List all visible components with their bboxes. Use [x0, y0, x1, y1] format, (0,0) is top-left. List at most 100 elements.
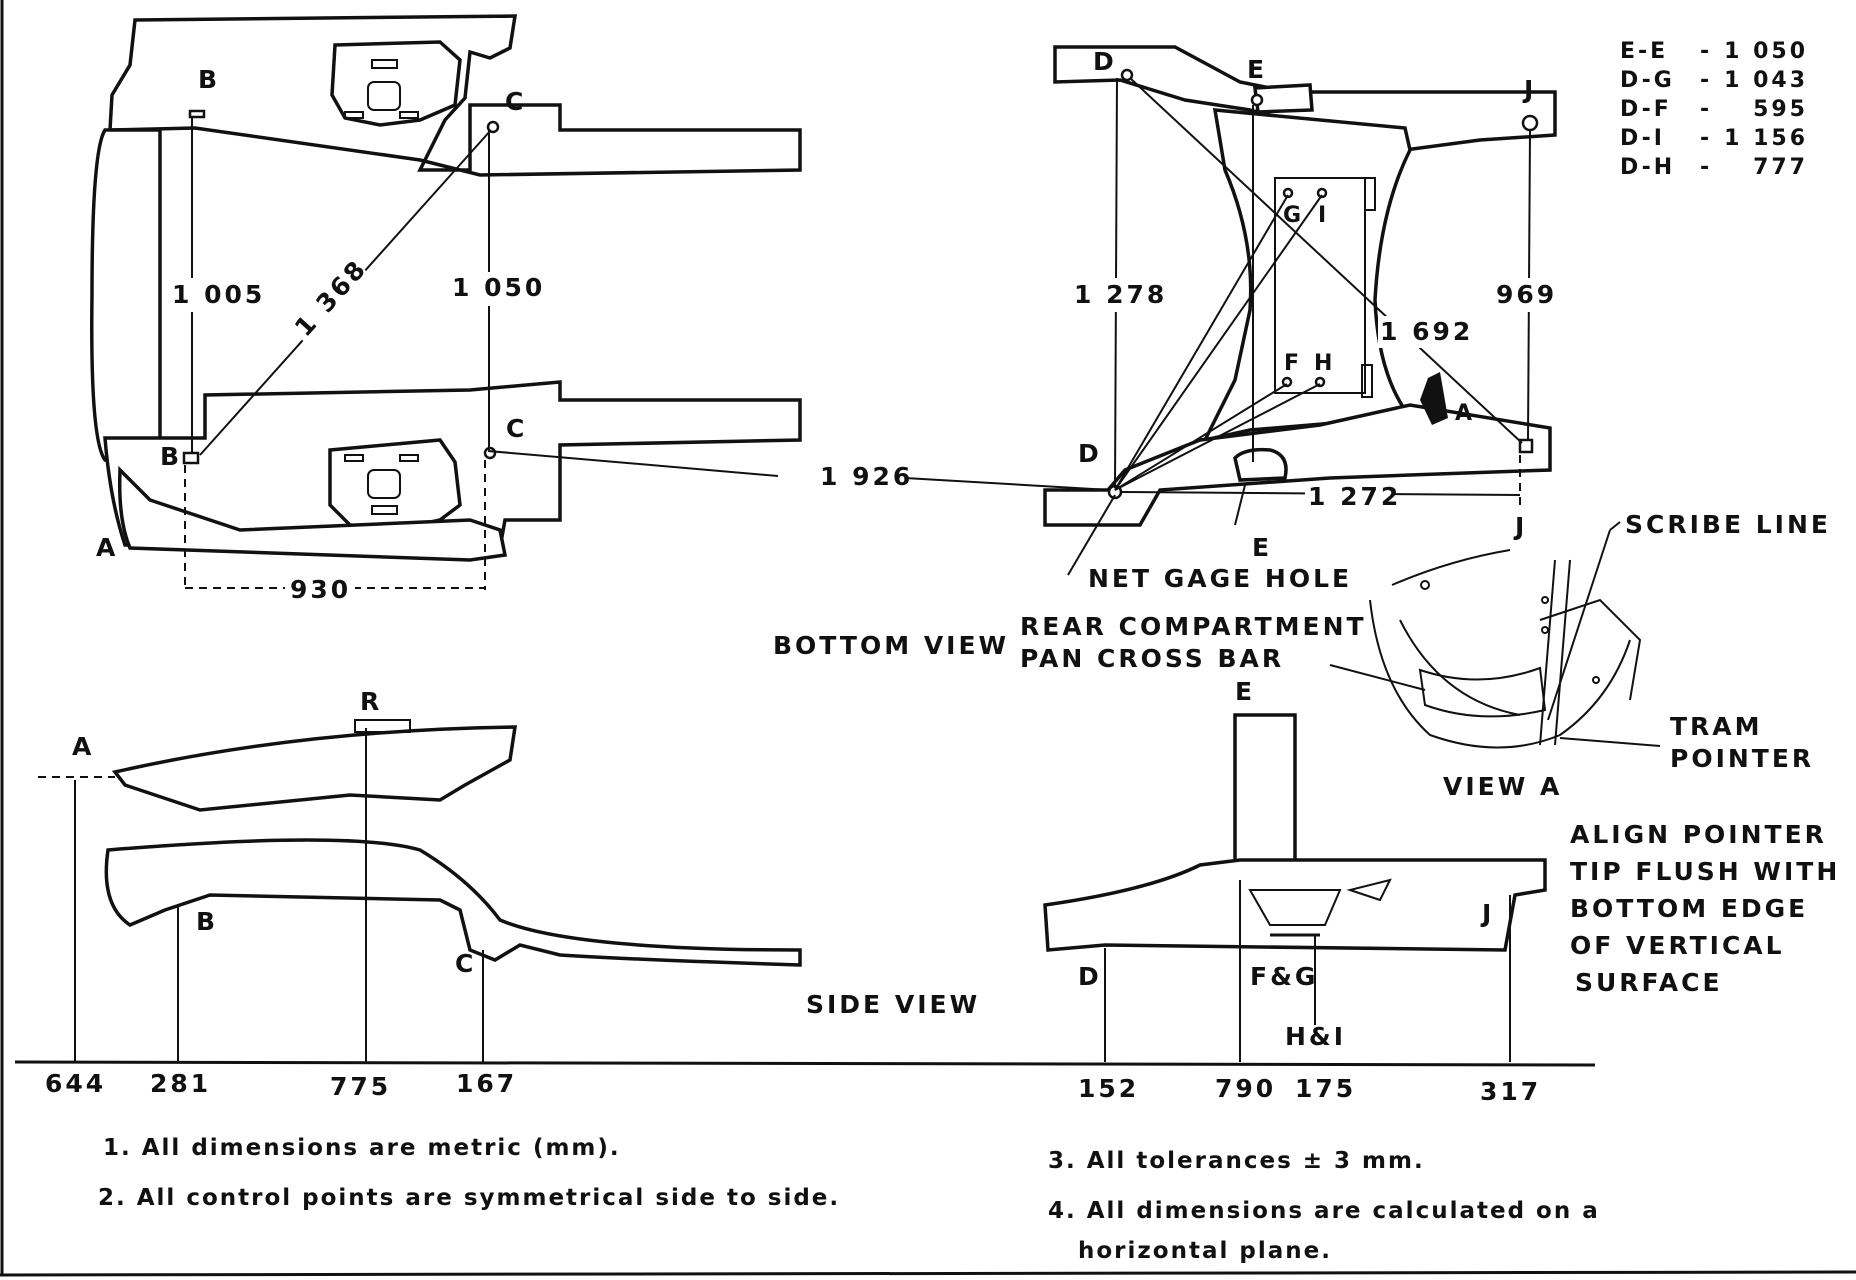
point-label-e: E — [1235, 677, 1255, 706]
lower-bracket — [328, 438, 462, 532]
control-point-d — [1120, 68, 1134, 82]
dimension-line-1926 — [487, 450, 779, 477]
detail-outline — [1539, 598, 1642, 701]
point-label-b: B — [198, 65, 220, 94]
tram-pointer — [1539, 559, 1556, 746]
dimension-label-d-j: 1 692 — [1380, 317, 1473, 346]
dimension-label-d-d: 1 278 — [1074, 280, 1167, 309]
point-label-j: J — [1522, 75, 1536, 104]
control-point-f — [1281, 376, 1293, 388]
tram-pointer-label-line2: POINTER — [1670, 744, 1814, 773]
note-line: horizontal plane. — [1078, 1238, 1332, 1264]
pointer-leader-line — [1559, 737, 1661, 747]
dimension-line-d-g — [1114, 194, 1289, 491]
point-label-f: F — [1284, 351, 1302, 376]
view-a-detail: SCRIBE LINE REAR COMPARTMENT PAN CROSS B… — [1020, 510, 1828, 801]
height-value: 644 — [45, 1069, 106, 1098]
point-label-h-i: H&I — [1285, 1022, 1346, 1051]
dimension-line-d-i — [1114, 194, 1323, 491]
point-label-e: E — [1247, 55, 1267, 84]
height-value: 167 — [456, 1069, 517, 1098]
dimension-row: D-I - 1 156 — [1620, 126, 1805, 151]
dimension-sep: - — [1700, 39, 1712, 64]
side-lower-rail — [104, 838, 802, 967]
dimension-pair: D-F — [1620, 97, 1672, 122]
point-label-a: A — [96, 533, 118, 562]
view-a-label: VIEW A — [1443, 772, 1562, 801]
rear-compartment-label-line2: PAN CROSS BAR — [1020, 644, 1284, 673]
height-value: 281 — [150, 1069, 211, 1098]
control-point-j — [1518, 438, 1534, 454]
upper-e-bracket — [1253, 83, 1314, 114]
slot — [344, 454, 364, 462]
detail-outline — [1391, 549, 1511, 586]
control-point-b — [188, 109, 206, 119]
note-line: 4. All dimensions are calculated on a — [1048, 1198, 1600, 1224]
lower-rear-rail — [1043, 403, 1552, 527]
dimension-label-1272: 1 272 — [1308, 482, 1401, 511]
side-height-values: 644 281 775 167 152 790 175 317 — [45, 1069, 1541, 1106]
dimension-line-d-f — [1114, 383, 1288, 491]
note-line: 3. All tolerances ± 3 mm. — [1048, 1148, 1425, 1174]
dimension-sep: - — [1700, 97, 1712, 122]
note-line: 2. All control points are symmetrical si… — [98, 1185, 840, 1211]
align-line: BOTTOM EDGE — [1570, 894, 1808, 923]
dimension-line-d-j — [1129, 77, 1523, 444]
note-line: 1. All dimensions are metric (mm). — [103, 1135, 621, 1161]
view-a-arrow-icon — [1420, 372, 1448, 425]
dimension-line-1926 — [904, 477, 1111, 491]
bottom-view-front-section: B C B C A 1 005 1 050 1 368 930 — [90, 14, 802, 604]
point-r-plate — [354, 719, 411, 733]
dimension-pair: D-I — [1620, 126, 1665, 151]
dimension-value: 595 — [1753, 97, 1808, 122]
dimension-row: E-E - 1 050 — [1620, 39, 1805, 64]
align-line: TIP FLUSH WITH — [1570, 857, 1840, 886]
front-cross-member — [90, 128, 162, 462]
point-label-d: D — [1093, 47, 1117, 76]
center-pan — [1201, 108, 1412, 443]
side-rear-rail — [1043, 858, 1547, 952]
slot — [1364, 177, 1376, 211]
view-a-marker: A — [1455, 401, 1475, 426]
dimension-pair: E-E — [1620, 39, 1668, 64]
align-line: SURFACE — [1575, 968, 1723, 997]
dimension-pair: D-H — [1620, 155, 1675, 180]
point-label-b: B — [196, 907, 218, 936]
dimension-pair: D-G — [1620, 68, 1675, 93]
datum-line — [14, 1060, 1596, 1067]
point-label-c: C — [506, 414, 527, 443]
bottom-view-title: BOTTOM VIEW — [773, 631, 1009, 660]
control-point-g — [1282, 187, 1294, 199]
leader-line — [1234, 484, 1246, 526]
control-point-c — [486, 120, 500, 134]
control-point-i — [1316, 187, 1328, 199]
dimension-row: D-F - 595 — [1620, 97, 1808, 122]
point-label-d: D — [1078, 439, 1102, 468]
leader-line — [1067, 494, 1116, 576]
dimension-sep: - — [1700, 68, 1712, 93]
lower-front-panel — [117, 465, 508, 562]
pan-cross-bar — [1274, 177, 1366, 394]
tram-pointer — [1554, 559, 1571, 746]
bottom-border — [0, 1270, 1856, 1277]
dimension-row: D-G - 1 043 — [1620, 68, 1805, 93]
dimension-label-diagonal: 1 368 — [289, 253, 373, 342]
point-label-j: J — [1480, 899, 1494, 928]
side-view-title: SIDE VIEW — [806, 990, 980, 1019]
height-value: 775 — [330, 1072, 391, 1101]
side-e-post — [1233, 713, 1297, 877]
dimension-label-1926: 1 926 — [820, 462, 913, 491]
dimension-value: 777 — [1753, 155, 1808, 180]
height-value: 317 — [1480, 1077, 1541, 1106]
point-label-c: C — [505, 87, 526, 116]
point-label-b: B — [160, 442, 182, 471]
height-value: 152 — [1078, 1074, 1139, 1103]
control-point-e — [1250, 93, 1264, 107]
dimension-sep: - — [1700, 155, 1712, 180]
upper-bracket — [330, 40, 462, 127]
height-value: 175 — [1295, 1074, 1356, 1103]
side-f-g-bracket — [1248, 889, 1342, 926]
slot — [344, 111, 364, 119]
scribe-leader-line — [1547, 529, 1611, 721]
